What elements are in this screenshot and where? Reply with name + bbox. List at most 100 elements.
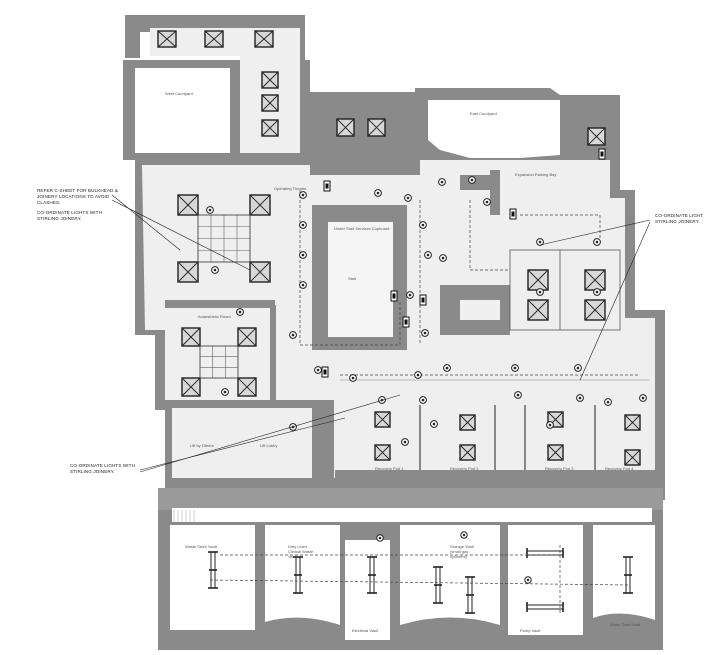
circle-icon — [374, 189, 382, 197]
square-x-icon — [177, 194, 199, 216]
square-x-icon — [181, 327, 201, 347]
circle-icon — [421, 329, 429, 337]
emergency-light-icon — [598, 148, 606, 160]
square-x-icon — [181, 377, 201, 397]
room-label-under-stair: Under Stair Services Cupboard — [334, 226, 389, 231]
room-label-lift: Lift by Others — [190, 443, 214, 448]
square-x-icon — [624, 449, 641, 466]
circle-icon — [593, 288, 601, 296]
circle-icon — [639, 394, 647, 402]
panel-lights — [157, 30, 641, 466]
circle-icon — [443, 364, 451, 372]
emergency-light-icon — [402, 316, 410, 328]
circle-icon — [419, 396, 427, 404]
square-x-icon — [584, 299, 606, 321]
square-x-icon — [336, 118, 355, 137]
circle-icon — [404, 194, 412, 202]
circle-icon — [468, 176, 476, 184]
square-x-icon — [527, 299, 549, 321]
note-joinery-right: CO-ORDINATE LIGHT STIRLING JOINERY. — [655, 213, 704, 224]
vaults-zone — [158, 488, 663, 650]
linear-batten-icon — [433, 566, 443, 604]
room-labels: West Courtyard East Courtyard Operating … — [165, 91, 641, 633]
room-label-lift-lobby: Lift Lobby — [260, 443, 277, 448]
room-label-water-tank: Water Tank Vault — [610, 622, 641, 627]
linear-batten-icon — [623, 556, 633, 594]
emergency-light-icon — [321, 366, 329, 378]
circle-icon — [574, 364, 582, 372]
circle-icon — [536, 288, 544, 296]
square-x-icon — [527, 269, 549, 291]
circle-icon — [376, 534, 384, 542]
ceiling-grid — [197, 214, 251, 263]
circle-icon — [378, 396, 386, 404]
room-label-stair: Stair — [348, 276, 357, 281]
circuit-routes — [209, 190, 640, 615]
circle-icon — [299, 251, 307, 259]
square-x-icon — [587, 127, 606, 146]
circle-icon — [511, 364, 519, 372]
linear-batten-icon — [208, 551, 218, 589]
note-joinery-left: CO-ORDINATE LIGHTS WITH STIRLING JOINERY… — [37, 210, 102, 221]
linear-batten-icon — [526, 602, 564, 612]
square-x-icon — [547, 444, 564, 461]
room-label-recovery-pod-2: Recovery Pod 2 — [450, 466, 479, 471]
square-x-icon — [261, 94, 279, 112]
room-label-anaesthetic: Anaesthetic Room — [198, 314, 231, 319]
emergency-light-icon — [323, 180, 331, 192]
emergency-light-icon — [390, 290, 398, 302]
emergency-light-icon — [419, 294, 427, 306]
ceiling-grid — [199, 345, 239, 379]
square-x-icon — [261, 119, 279, 137]
circle-icon — [236, 308, 244, 316]
square-x-icon — [237, 377, 257, 397]
circle-icon — [206, 206, 214, 214]
linear-batten-icon — [293, 556, 303, 594]
circle-icon — [483, 198, 491, 206]
square-x-icon — [177, 261, 199, 283]
circle-icon — [221, 388, 229, 396]
note-joinery-bottom: CO-ORDINATE LIGHTS WITH STIRLING JOINERY… — [70, 463, 135, 474]
circle-icon — [414, 371, 422, 379]
square-x-icon — [249, 194, 271, 216]
room-label-operating-theatre: Operating Theatre — [274, 186, 307, 191]
circle-icon — [299, 281, 307, 289]
room-label-recovery-pod-4: Recovery Pod 4 — [605, 466, 634, 471]
room-label-west-courtyard: West Courtyard — [165, 91, 193, 96]
room-label-electrical-vault: Electrical Vault — [352, 628, 379, 633]
room-label-waste-store: Waste Store Vault — [185, 544, 218, 549]
square-x-icon — [157, 30, 177, 48]
square-x-icon — [367, 118, 386, 137]
downlights — [206, 148, 647, 446]
room-label-recovery-pod-1: Recovery Pod 1 — [375, 466, 404, 471]
square-x-icon — [584, 269, 606, 291]
circle-icon — [604, 398, 612, 406]
circle-icon — [536, 238, 544, 246]
circle-icon — [289, 331, 297, 339]
circle-icon — [460, 531, 468, 539]
room-label-pump-vault: Pump Vault — [520, 628, 541, 633]
circle-icon — [546, 421, 554, 429]
emergency-light-icon — [509, 208, 517, 220]
circle-icon — [524, 576, 532, 584]
room-label-expansion: Expansion Parking Bay — [515, 172, 556, 177]
square-x-icon — [261, 71, 279, 89]
square-x-icon — [374, 411, 391, 428]
square-x-icon — [374, 444, 391, 461]
circle-icon — [299, 191, 307, 199]
linear-batten-icon — [367, 556, 377, 594]
square-x-icon — [249, 261, 271, 283]
circle-icon — [406, 291, 414, 299]
square-x-icon — [624, 414, 641, 431]
square-x-icon — [237, 327, 257, 347]
building-walls — [123, 15, 665, 500]
square-x-icon — [254, 30, 274, 48]
circle-icon — [438, 178, 446, 186]
note-bulkhead: REFER C-SHEET FOR BULKHEAD & JOINERY LOC… — [37, 188, 119, 205]
room-label-east-courtyard: East Courtyard — [470, 111, 497, 116]
